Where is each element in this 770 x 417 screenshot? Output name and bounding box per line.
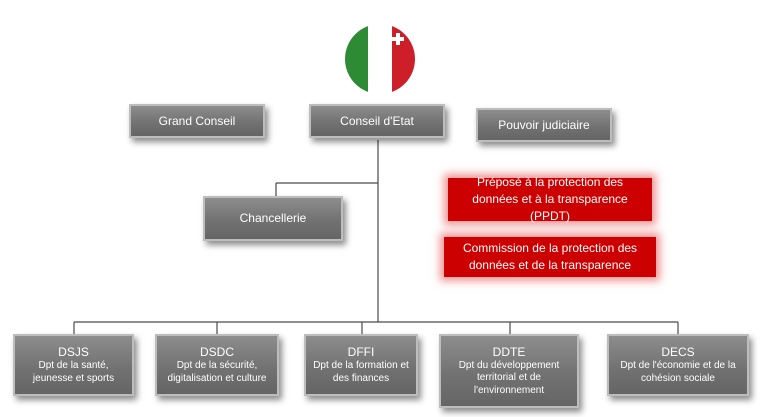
- chancellerie-box: Chancellerie: [203, 196, 343, 241]
- ppdt-box: Préposé à la protection des données et à…: [448, 175, 652, 223]
- chancellerie-label: Chancellerie: [239, 211, 307, 225]
- grand-conseil-label: Grand Conseil: [158, 113, 236, 128]
- department-abbr: DSDC: [199, 345, 234, 359]
- department-name: Dpt de la sécurité, digitalisation et cu…: [167, 360, 267, 384]
- pouvoir-judiciaire-label: Pouvoir judiciaire: [498, 117, 590, 132]
- commission-label: Commission de la protection des données …: [462, 241, 638, 272]
- department-ddte-box: DDTE Dpt du développement territorial et…: [439, 334, 579, 408]
- cross-icon: [392, 33, 404, 45]
- grand-conseil-box: Grand Conseil: [129, 104, 265, 138]
- department-name: Dpt de la santé, jeunesse et sports: [32, 360, 115, 384]
- department-abbr: DDTE: [492, 344, 526, 359]
- department-abbr: DSJS: [58, 345, 89, 359]
- department-abbr: DECS: [661, 345, 695, 359]
- department-name: Dpt de l'économie et de la cohésion soci…: [620, 360, 736, 384]
- department-dsdc-box: DSDC Dpt de la sécurité, digitalisation …: [155, 334, 279, 396]
- department-decs-box: DECS Dpt de l'économie et de la cohésion…: [607, 334, 749, 396]
- department-name: Dpt du développement territorial et de l…: [458, 359, 560, 396]
- conseil-etat-label: Conseil d'Etat: [340, 113, 414, 128]
- flag-white-band: [368, 24, 392, 94]
- conseil-etat-box: Conseil d'Etat: [309, 104, 445, 138]
- department-abbr: DFFI: [347, 345, 375, 359]
- department-dsjs-box: DSJS Dpt de la santé, jeunesse et sports: [13, 334, 134, 396]
- flag-roundel-icon: [345, 24, 415, 94]
- ppdt-label: Préposé à la protection des données et à…: [472, 175, 628, 223]
- department-dffi-box: DFFI Dpt de la formation et des finances: [304, 334, 418, 396]
- commission-box: Commission de la protection des données …: [444, 237, 656, 277]
- department-name: Dpt de la formation et des finances: [313, 360, 409, 384]
- pouvoir-judiciaire-box: Pouvoir judiciaire: [476, 108, 612, 142]
- flag-green-band: [345, 24, 368, 94]
